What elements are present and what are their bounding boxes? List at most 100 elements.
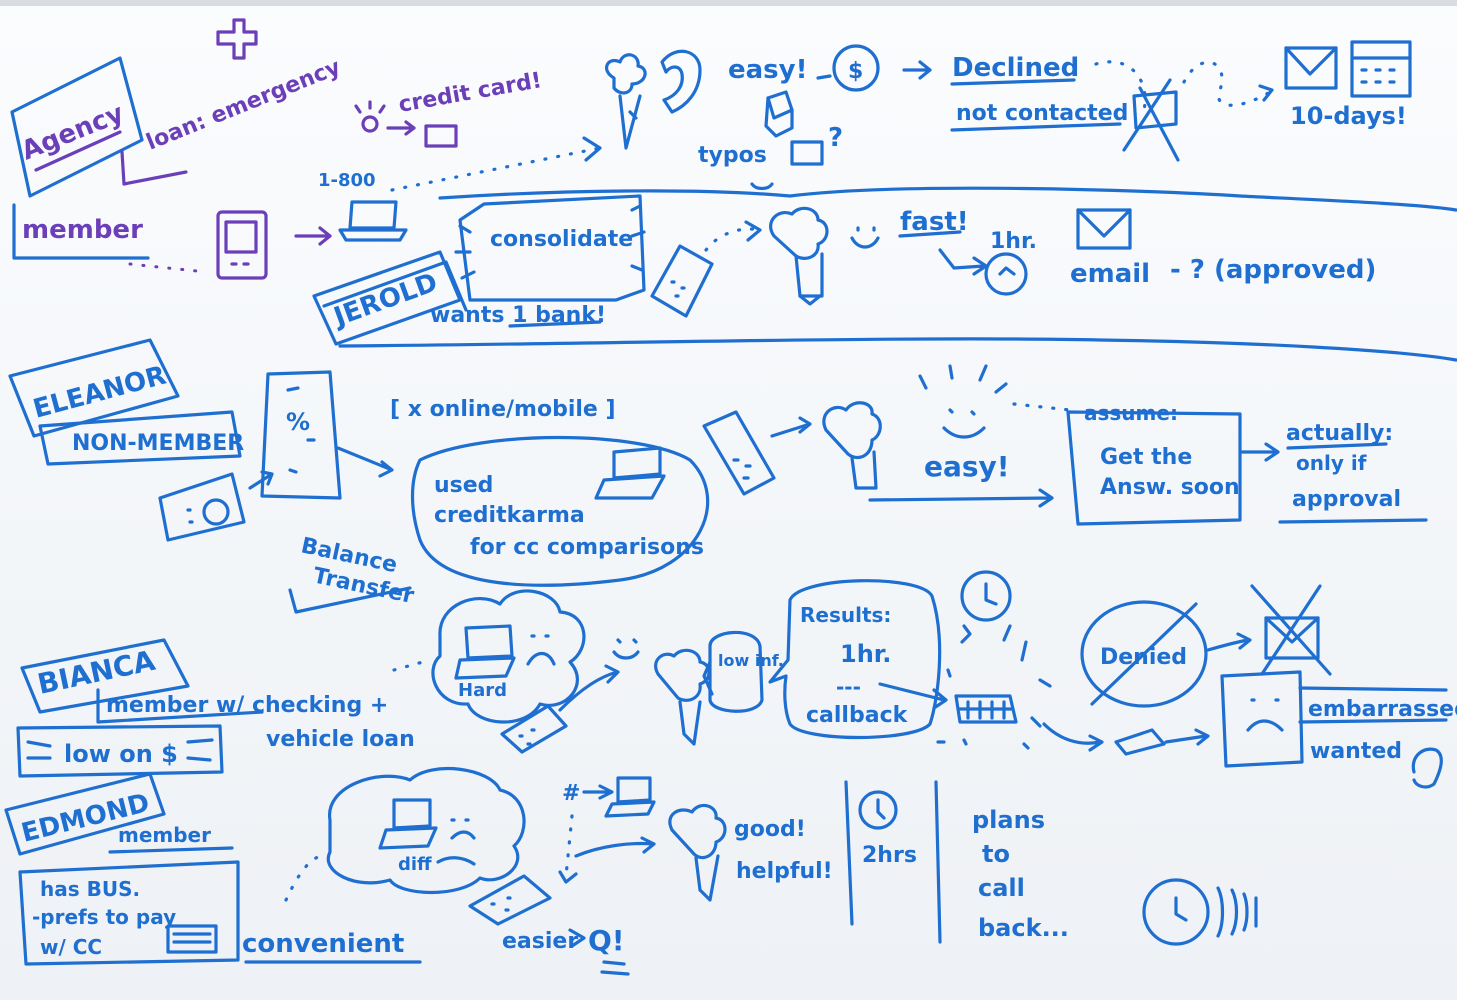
percent-receipt: %: [260, 370, 342, 500]
not-contacted-label: not contacted: [956, 101, 1128, 126]
non-member-box: NON-MEMBER: [38, 410, 244, 466]
assume-line-2: Answ. soon: [1100, 475, 1240, 500]
jerold-band: [438, 186, 1457, 212]
loan-emergency-label: loan: emergency: [143, 55, 344, 156]
eleanor-easy-label: easy!: [924, 450, 1010, 483]
keyboard-icon: [954, 694, 1018, 724]
cc-comparisons-label: for cc comparisons: [470, 535, 704, 560]
laptop-icon: [338, 200, 408, 242]
used-label: used: [434, 473, 493, 498]
phone-number-label: 1-800: [318, 170, 376, 191]
phone-handset-icon-2: [1411, 747, 1443, 789]
embarrassed-label: embarrassed: [1308, 697, 1457, 722]
calendar-icon: [1350, 40, 1412, 98]
non-member-label: NON-MEMBER: [72, 431, 244, 456]
lightbulb-icon: [354, 100, 386, 133]
assume-line-1: Get the: [1100, 445, 1192, 470]
denied-circle: Denied: [1080, 600, 1208, 708]
svg-text:$: $: [848, 59, 863, 84]
low-on-money-box: low on $: [16, 724, 224, 778]
easy-label: easy!: [728, 55, 807, 85]
q-label: Q!: [588, 924, 625, 957]
clock-icon-3: [858, 790, 898, 830]
edmond-member-label: member: [118, 823, 211, 847]
approved-label: - ? (approved): [1170, 255, 1376, 285]
low-inf-bubble: [708, 630, 764, 713]
mobile-phone-icon-2: [702, 410, 776, 496]
clock-icon-2: [960, 570, 1012, 622]
person-curly-hair-icon: [769, 206, 829, 306]
ringing-clock-icon: [1142, 878, 1258, 946]
consolidate-label: consolidate: [490, 227, 633, 252]
denied-label: Denied: [1100, 645, 1187, 670]
question-mark: ?: [828, 123, 843, 153]
plans-line-3: call: [978, 874, 1025, 902]
eleanor-name: ELEANOR: [30, 361, 169, 425]
has-bus-line-2: -prefs to pay: [32, 905, 176, 929]
has-bus-box: has BUS. -prefs to pay w/ CC: [18, 860, 240, 966]
low-inf-label: low inf.: [718, 651, 784, 670]
plans-line-2: to: [982, 840, 1010, 868]
jerold-name: JEROLD: [328, 268, 441, 334]
sun-face-icon: [918, 364, 1008, 439]
phone-icon: [216, 210, 268, 280]
hash-label: #: [562, 781, 580, 806]
results-time-label: 1hr.: [840, 640, 891, 668]
creditkarma-ellipse: [410, 435, 710, 587]
sad-laptop-icon-2: [378, 798, 476, 850]
assume-box: assume: Get the Answ. soon: [1066, 401, 1242, 526]
smile-icon: [850, 226, 880, 249]
cross-icon: [216, 18, 258, 60]
jerold-cards: JEROLD: [312, 250, 468, 346]
laptop-icon-3: [604, 776, 656, 818]
member-label: member: [22, 215, 143, 245]
envelope-icon: [1284, 46, 1338, 90]
credit-card-icon: [424, 124, 458, 148]
has-bus-line-3: w/ CC: [40, 935, 102, 959]
actually-line-1: only if: [1296, 451, 1367, 475]
actually-label: actually:: [1286, 421, 1393, 446]
radio-icon: [158, 472, 246, 542]
email-label: email: [1070, 259, 1150, 289]
hard-label: Hard: [458, 680, 507, 701]
person-curly-hair-icon-4: [668, 803, 727, 902]
convenient-label: convenient: [242, 929, 404, 959]
good-label: good!: [734, 817, 806, 842]
declined-label: Declined: [952, 53, 1079, 83]
email-envelope-icon: [1076, 208, 1132, 250]
two-hours-label: 2hrs: [862, 843, 917, 868]
phone-handset-icon: [660, 49, 702, 114]
easier-label: easier: [502, 929, 578, 954]
online-mobile-label: [ x online/mobile ]: [390, 397, 616, 422]
has-bus-line-1: has BUS.: [40, 877, 140, 901]
small-card-icon: [790, 140, 824, 166]
callback-label: callback: [806, 703, 909, 728]
helpful-label: helpful!: [736, 859, 833, 884]
sad-face-box: [1220, 670, 1304, 768]
actually-line-2: approval: [1292, 487, 1401, 512]
dollar-clock-icon: $: [832, 44, 880, 92]
speech-bubble: [454, 194, 646, 302]
person-curly-hair-icon-3: [654, 648, 711, 746]
wanted-label: wanted: [1310, 739, 1402, 764]
results-bubble: Results: 1hr. --- callback: [768, 579, 942, 740]
ten-days-label: 10-days!: [1290, 102, 1407, 130]
person-curly-hair-icon-2: [822, 401, 882, 490]
one-hour-label: 1hr.: [990, 229, 1037, 254]
plans-line-1: plans: [972, 806, 1045, 834]
thought-cloud: [431, 589, 586, 724]
plans-line-4: back...: [978, 914, 1069, 942]
bianca-member-line-2: vehicle loan: [266, 727, 415, 752]
clock-icon: [984, 252, 1028, 296]
cube-icon: [764, 90, 794, 138]
mobile-phone-icon-4: [468, 874, 552, 926]
person-icon: [605, 53, 647, 150]
sad-laptop-icon: [454, 624, 556, 680]
bianca-member-line-1: member w/ checking +: [106, 693, 388, 718]
svg-text:%: %: [286, 408, 310, 436]
diff-label: diff: [398, 854, 432, 875]
crossed-envelope-icon: [1122, 78, 1180, 162]
board-frame-top: [0, 0, 1457, 6]
